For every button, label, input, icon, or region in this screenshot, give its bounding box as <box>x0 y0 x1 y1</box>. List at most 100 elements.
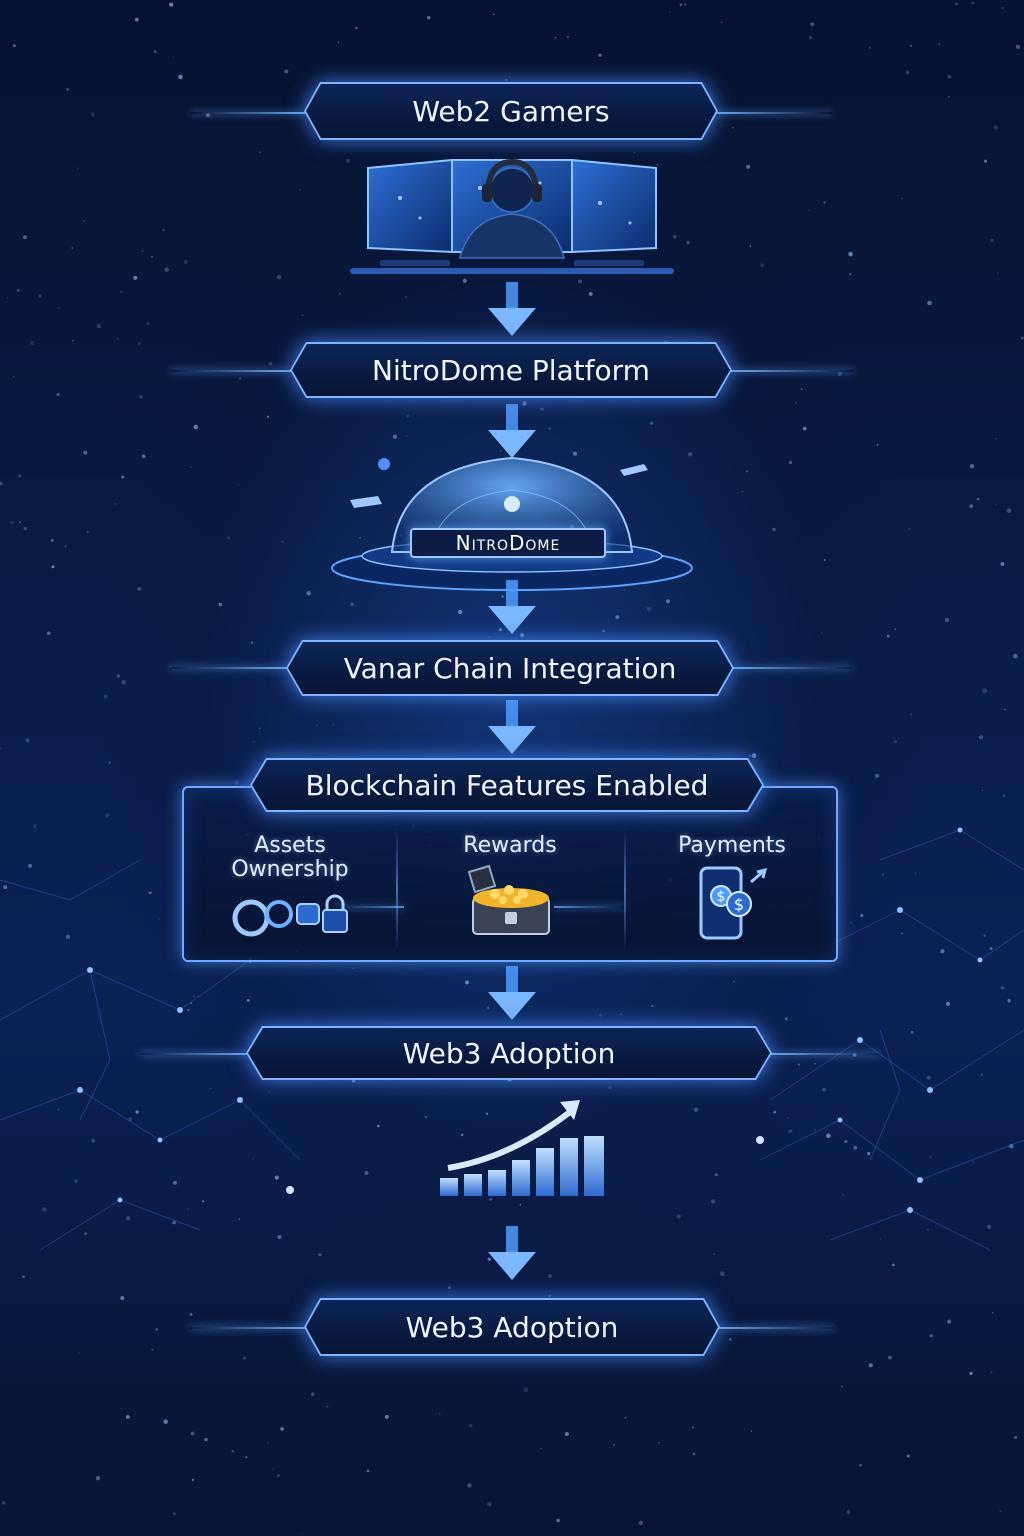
background-dot <box>191 1478 194 1481</box>
background-dot <box>302 314 304 317</box>
step-blockchain-features: Blockchain Features Enabled <box>250 758 764 812</box>
background-dot <box>384 1414 389 1419</box>
background-dot <box>359 536 361 539</box>
background-dot <box>121 679 127 685</box>
background-dot <box>0 481 3 486</box>
background-dot <box>947 1319 952 1324</box>
background-dot <box>868 1363 873 1368</box>
background-dot <box>971 1 974 4</box>
background-dot <box>242 1356 246 1360</box>
background-dot <box>684 3 687 6</box>
background-dot <box>930 1156 932 1158</box>
arrow-down-icon <box>488 404 536 458</box>
background-dot <box>608 1085 612 1090</box>
background-dot <box>326 1405 329 1408</box>
feature-divider <box>624 828 626 952</box>
arrow-down-icon <box>488 966 536 1020</box>
background-dot <box>980 1073 983 1076</box>
background-dot <box>284 69 289 74</box>
connector-line-right <box>716 112 832 114</box>
background-dot <box>909 44 912 47</box>
background-dot <box>1004 708 1006 711</box>
background-dot <box>624 589 626 591</box>
background-dot <box>259 151 261 153</box>
background-dot <box>927 300 932 306</box>
background-dot <box>615 615 620 620</box>
background-dot <box>22 1275 25 1278</box>
background-dot <box>465 980 469 985</box>
background-dot <box>692 1452 696 1456</box>
background-dot <box>204 1437 208 1442</box>
background-dot <box>405 414 410 418</box>
background-dot <box>986 1224 992 1230</box>
background-dot <box>773 1110 776 1114</box>
background-dot <box>280 1427 284 1431</box>
background-dot <box>2 1501 6 1505</box>
background-dot <box>66 88 69 91</box>
background-dot <box>51 565 55 569</box>
background-dot <box>134 17 139 22</box>
background-dot <box>969 1371 973 1376</box>
background-dot <box>10 520 14 525</box>
background-dot <box>41 1207 47 1212</box>
feature-connector <box>554 906 624 908</box>
background-dot <box>1020 336 1024 340</box>
background-dot <box>426 16 431 20</box>
background-dot <box>760 263 765 268</box>
background-dot <box>104 813 110 818</box>
background-dot <box>901 197 903 200</box>
background-dot <box>218 602 223 607</box>
background-dot <box>566 35 570 39</box>
background-dot <box>266 415 269 418</box>
background-dot <box>171 56 174 59</box>
background-dot <box>392 434 397 439</box>
background-dot <box>164 267 169 272</box>
background-dot <box>1012 653 1018 659</box>
background-dot <box>929 1334 933 1338</box>
background-dot <box>315 724 318 727</box>
background-dot <box>23 235 27 240</box>
background-dot <box>869 47 871 49</box>
background-dot <box>193 424 199 430</box>
background-dot <box>163 1419 168 1424</box>
background-dot <box>1006 508 1012 513</box>
background-dot <box>128 1116 133 1122</box>
background-dot <box>842 1193 845 1196</box>
background-dot <box>300 1533 303 1535</box>
background-dot <box>947 75 952 79</box>
background-dot <box>910 1030 914 1034</box>
background-dot <box>823 201 826 204</box>
connector-line-right <box>770 1053 880 1055</box>
background-dot <box>914 872 917 874</box>
background-dot <box>599 1013 602 1017</box>
background-dot <box>468 1424 473 1428</box>
background-dot <box>77 167 79 170</box>
background-dot <box>74 1179 78 1184</box>
background-dot <box>46 631 51 636</box>
background-dot <box>424 1115 428 1119</box>
background-dot <box>848 272 852 276</box>
background-dot <box>151 1348 154 1351</box>
background-dot <box>210 1087 212 1090</box>
background-dot <box>83 450 88 455</box>
background-dot <box>57 307 60 310</box>
treasure-chest-icon <box>467 864 550 935</box>
background-dot <box>488 636 491 638</box>
background-dot <box>850 922 852 924</box>
background-dot <box>376 1124 380 1128</box>
background-dot <box>990 1371 993 1374</box>
background-dot <box>969 464 975 469</box>
background-dot <box>638 1520 643 1525</box>
background-dot <box>997 272 999 274</box>
background-dot <box>876 443 879 446</box>
background-dot <box>404 295 408 299</box>
background-dot <box>250 641 254 644</box>
background-dot <box>173 1512 176 1516</box>
step-vanar-chain-label: Vanar Chain Integration <box>288 642 732 694</box>
step-web3-adoption-2-label: Web3 Adoption <box>306 1300 718 1354</box>
background-dot <box>146 322 150 326</box>
background-dot <box>23 526 27 531</box>
feature-payments-label: Payments <box>678 833 786 858</box>
background-dot <box>577 279 583 284</box>
